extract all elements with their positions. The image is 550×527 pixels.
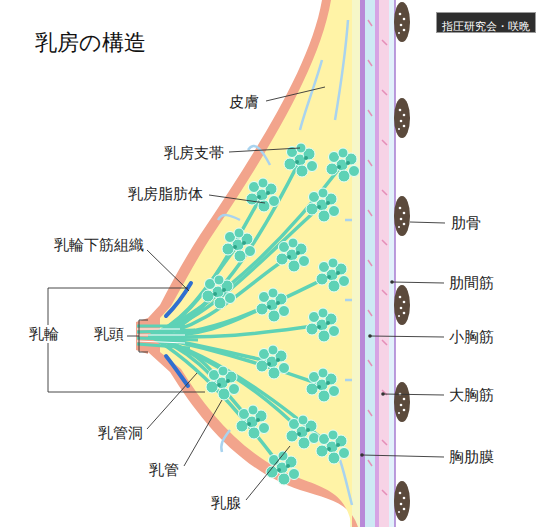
leader-line <box>362 455 444 457</box>
part-label: 乳腺 <box>210 494 242 512</box>
part-label: 乳輪 <box>28 325 60 343</box>
part-label: 乳管洞 <box>97 424 144 442</box>
mammary-gland <box>202 143 360 485</box>
major-muscle <box>379 0 389 527</box>
leader-line <box>147 373 197 429</box>
skin <box>148 0 358 527</box>
rib <box>394 481 410 521</box>
part-label: 皮膚 <box>228 93 260 111</box>
muscle-line <box>375 0 379 527</box>
part-label: 乳房支帯 <box>163 144 225 162</box>
suspensory-ligaments <box>218 20 352 505</box>
muscle-fibres <box>368 20 387 495</box>
part-label: 乳房脂肪体 <box>127 185 204 203</box>
leader-line <box>392 282 444 283</box>
part-label: 肋間筋 <box>448 274 495 292</box>
part-label: 乳頭 <box>93 325 125 343</box>
leader-lines <box>48 87 445 500</box>
nipple-bracket <box>139 320 148 352</box>
part-label: 乳輪下筋組織 <box>53 236 145 254</box>
pleura-line <box>394 0 396 527</box>
intercostal-muscle <box>389 0 395 527</box>
part-label: 乳管 <box>148 461 180 479</box>
rib <box>394 382 410 422</box>
diagram-title: 乳房の構造 <box>35 30 146 56</box>
leader-dots <box>360 280 394 457</box>
leader-line <box>370 336 444 337</box>
pectoral-fascia <box>360 0 365 527</box>
leader-line <box>246 446 290 500</box>
rib <box>394 2 410 42</box>
nipple-highlights <box>137 329 185 343</box>
leader-line <box>229 148 300 152</box>
leader-line <box>209 195 265 203</box>
areola-bracket <box>48 288 205 392</box>
part-label: 胸肋膜 <box>448 448 495 466</box>
part-label: 肋骨 <box>450 214 482 232</box>
lactiferous-ducts <box>150 160 342 468</box>
leader-line <box>266 87 325 101</box>
nipple-ducts <box>137 326 198 348</box>
rib <box>394 196 410 236</box>
part-label: 大胸筋 <box>448 386 495 404</box>
leader-line <box>184 400 222 466</box>
leader-line <box>383 394 444 395</box>
watermark-text: 指圧研究会・咲晩 <box>442 20 530 34</box>
watermark-box: 指圧研究会・咲晩 <box>436 12 536 33</box>
chest-wall <box>350 0 410 527</box>
rib <box>394 285 410 325</box>
leader-line <box>410 222 445 223</box>
nipple-bracket <box>127 336 139 337</box>
leader-line <box>147 250 189 291</box>
part-label: 小胸筋 <box>448 328 495 346</box>
rib <box>394 98 410 138</box>
